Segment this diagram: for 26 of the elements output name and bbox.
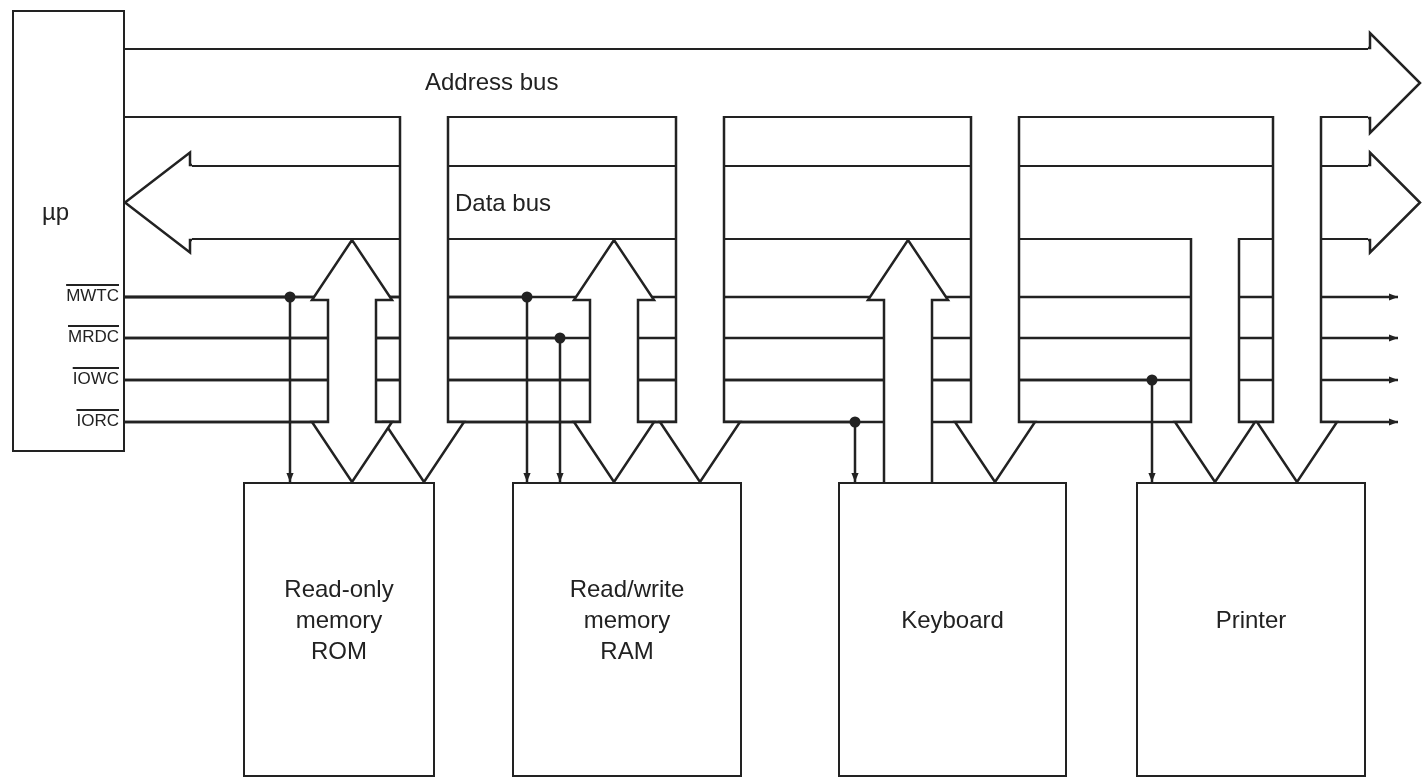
device-box [512,482,742,777]
device-box [838,482,1067,777]
bus-label: Address bus [425,70,559,94]
bus-band [125,48,1370,118]
bus-arrow [122,149,194,256]
device-label: Printer [1215,604,1287,635]
signal-label: IORC [76,412,119,429]
bus-arrow [657,114,743,485]
bus-arrow [952,114,1038,485]
chip-label: µp [42,200,70,224]
device-label: Read-only memory ROM [283,573,395,667]
microprocessor-box [12,10,125,452]
bus-arrow [1366,149,1422,256]
signal-label: IOWC [72,370,119,387]
signal-label: MWTC [66,287,119,304]
bus-arrow [1172,236,1258,485]
bus-arrow [1254,114,1340,485]
device-label: Keyboard [901,604,1004,635]
signal-label: MRDC [68,328,119,345]
bus-label: Data bus [455,191,552,215]
device-box [1136,482,1366,777]
bus-arrow [309,237,395,485]
device-label: Read/write memory RAM [568,573,686,667]
device-box [243,482,435,777]
bus-arrow [571,237,657,485]
bus-arrow [1366,30,1422,136]
